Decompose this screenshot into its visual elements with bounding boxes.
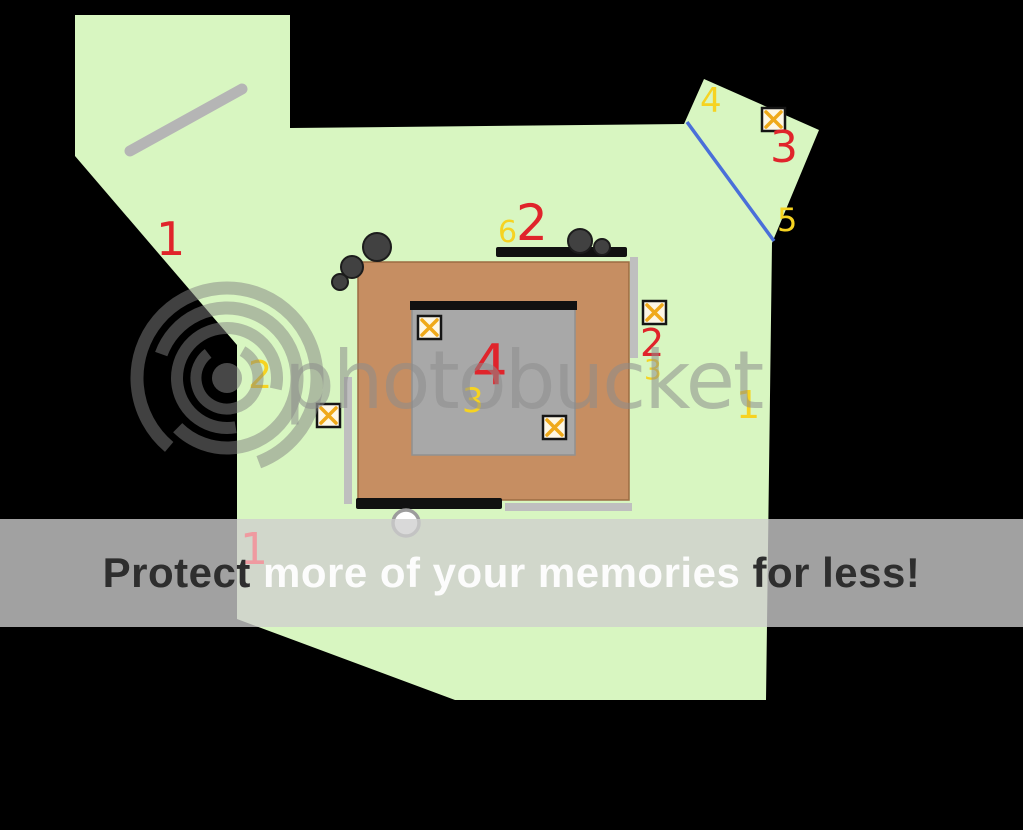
ledge-line (124, 83, 248, 157)
marker-red-4: 4 (472, 333, 508, 398)
crate-icon (541, 414, 568, 441)
crate-icon (641, 299, 668, 326)
barrel-icon (331, 273, 349, 291)
banner-text-highlight: more of your memories (263, 549, 741, 596)
marker-red-2b: 2 (640, 321, 665, 365)
barrel-icon (567, 228, 593, 254)
marker-red-3: 3 (770, 122, 798, 173)
marker-red-2: 2 (516, 194, 548, 252)
barrel-icon (362, 232, 392, 262)
marker-yellow-4: 4 (700, 81, 722, 121)
banner-text-suffix: for less! (740, 549, 921, 596)
crate-icon (760, 106, 787, 133)
marker-yellow-1: 1 (736, 383, 761, 427)
blue-door-line (685, 120, 776, 243)
ledge-right (630, 257, 638, 358)
crate-icon (416, 314, 443, 341)
ledge-left (344, 377, 352, 504)
marker-yellow-5: 5 (777, 201, 798, 239)
marker-red-1-faded: 1 (240, 524, 268, 575)
watermark-banner: Protect more of your memories for less! (0, 519, 1023, 627)
banner-text-prefix: Protect (102, 549, 263, 596)
marker-yellow-3: 3 (462, 381, 484, 421)
banner-text: Protect more of your memories for less! (103, 549, 921, 597)
roof-wall-top (410, 301, 577, 310)
marker-yellow-6: 6 (498, 215, 518, 250)
marker-yellow-3b: 3 (644, 353, 662, 386)
barrel-cluster-left (331, 232, 392, 291)
barrel-icon (340, 255, 364, 279)
marker-yellow-2: 2 (248, 353, 273, 397)
marker-red-1: 1 (156, 212, 186, 266)
barrel-cluster-right (567, 228, 611, 256)
ledge-bottom (505, 503, 632, 511)
wall-bottom (356, 498, 502, 509)
barrel-icon (593, 238, 611, 256)
